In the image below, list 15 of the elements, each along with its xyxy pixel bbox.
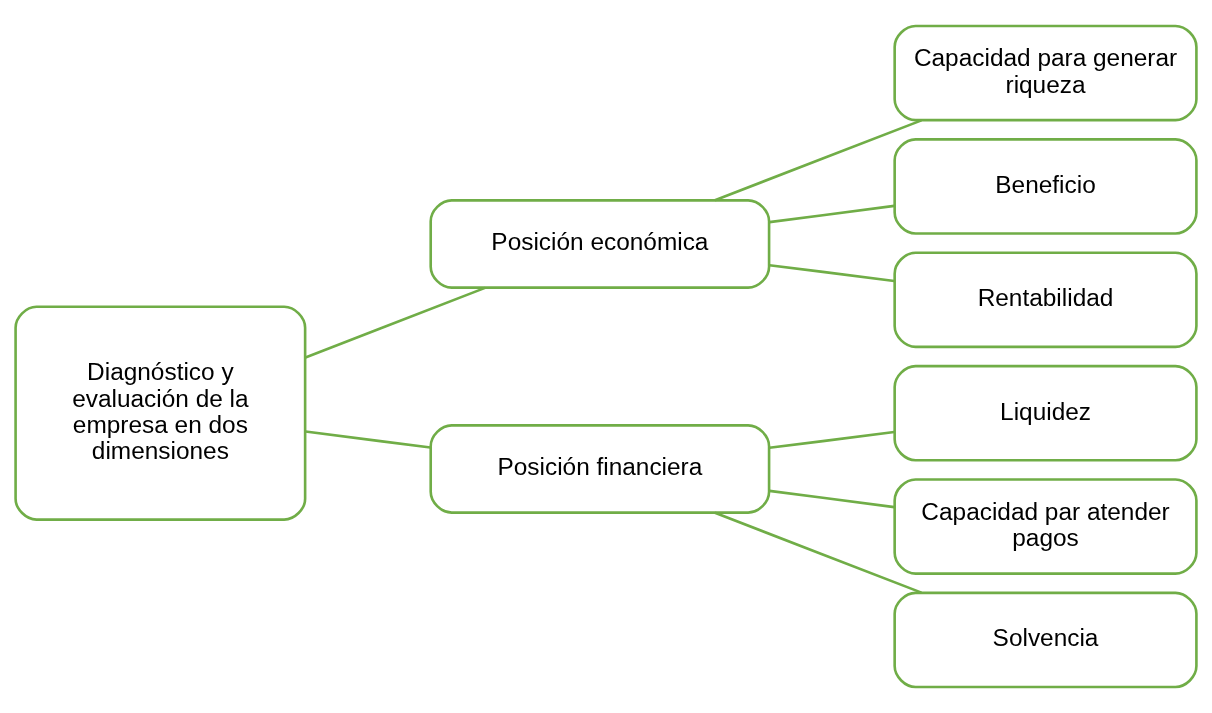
node-box: Solvencia (893, 591, 1198, 689)
node-box: Capacidad par atender pagos (893, 478, 1198, 575)
connector (769, 489, 895, 509)
node-box: Beneficio (893, 138, 1198, 235)
connector (305, 430, 431, 449)
node-box: Posición financiera (429, 424, 771, 514)
connector (769, 430, 895, 450)
connector (769, 204, 895, 224)
node-box: Posición económica (429, 199, 771, 289)
node-box: Capacidad para generar riqueza (893, 24, 1198, 122)
connector (769, 263, 895, 283)
node-box: Diagnóstico y evaluación de la empresa en dos dimensiones (14, 305, 307, 521)
connector (305, 286, 486, 359)
node-box: Rentabilidad (893, 251, 1198, 349)
node-box: Liquidez (893, 364, 1198, 462)
